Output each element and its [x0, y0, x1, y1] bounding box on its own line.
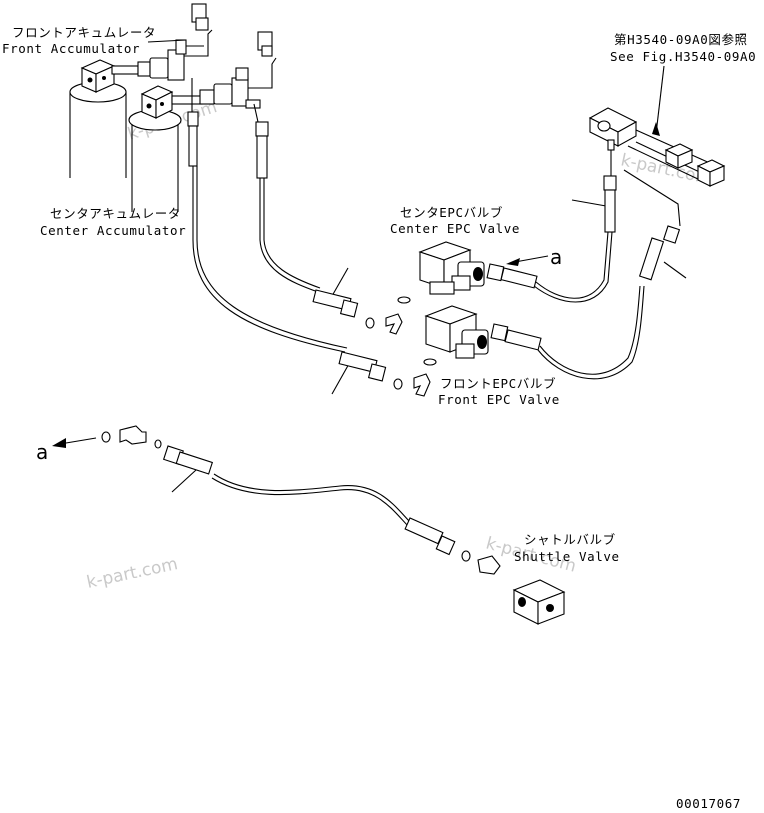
- hose-end-fittings: [312, 289, 431, 397]
- front-accumulator-leader: [147, 39, 187, 43]
- see-fig-label-jp: 第H3540-09A0図参照: [614, 32, 748, 47]
- shuttle-valve-label-en: Shuttle Valve: [514, 549, 620, 564]
- center-accumulator: [128, 85, 182, 212]
- front-accumulator-label-en: Front Accumulator: [2, 41, 140, 56]
- center-accumulator-label-jp: センタアキュムレータ: [50, 206, 181, 221]
- center-elbow-fittings: [171, 31, 277, 109]
- watermark: k-part.com: [85, 554, 180, 593]
- center-epc-outlet: [486, 199, 613, 303]
- front-epc-valve: [423, 305, 489, 366]
- center-accumulator-label-en: Center Accumulator: [40, 223, 186, 238]
- front-accumulator-label-jp: フロントアキュムレータ: [12, 25, 156, 40]
- front-elbow-fittings: [111, 3, 213, 81]
- front-accumulator: [69, 59, 127, 178]
- front-epc-outlet: [490, 285, 645, 380]
- reference-a-upper: a: [550, 245, 562, 269]
- steering-cylinder: [588, 65, 726, 187]
- center-epc-label-jp: センタEPCバルブ: [400, 205, 503, 220]
- center-epc-valve: [397, 241, 485, 304]
- shuttle-line: [52, 425, 501, 575]
- see-fig-label-en: See Fig.H3540-09A0: [610, 49, 756, 64]
- shuttle-valve: [512, 579, 566, 625]
- shuttle-valve-label-jp: シャトルバルブ: [524, 532, 616, 547]
- drawing-number: 00017067: [676, 796, 741, 811]
- center-epc-label-en: Center EPC Valve: [390, 221, 520, 236]
- accumulator-hoses: [187, 78, 351, 395]
- front-epc-label-en: Front EPC Valve: [438, 392, 560, 407]
- reference-a-lower: a: [36, 440, 48, 464]
- cylinder-hoses: [603, 150, 687, 281]
- front-epc-label-jp: フロントEPCバルブ: [440, 376, 556, 391]
